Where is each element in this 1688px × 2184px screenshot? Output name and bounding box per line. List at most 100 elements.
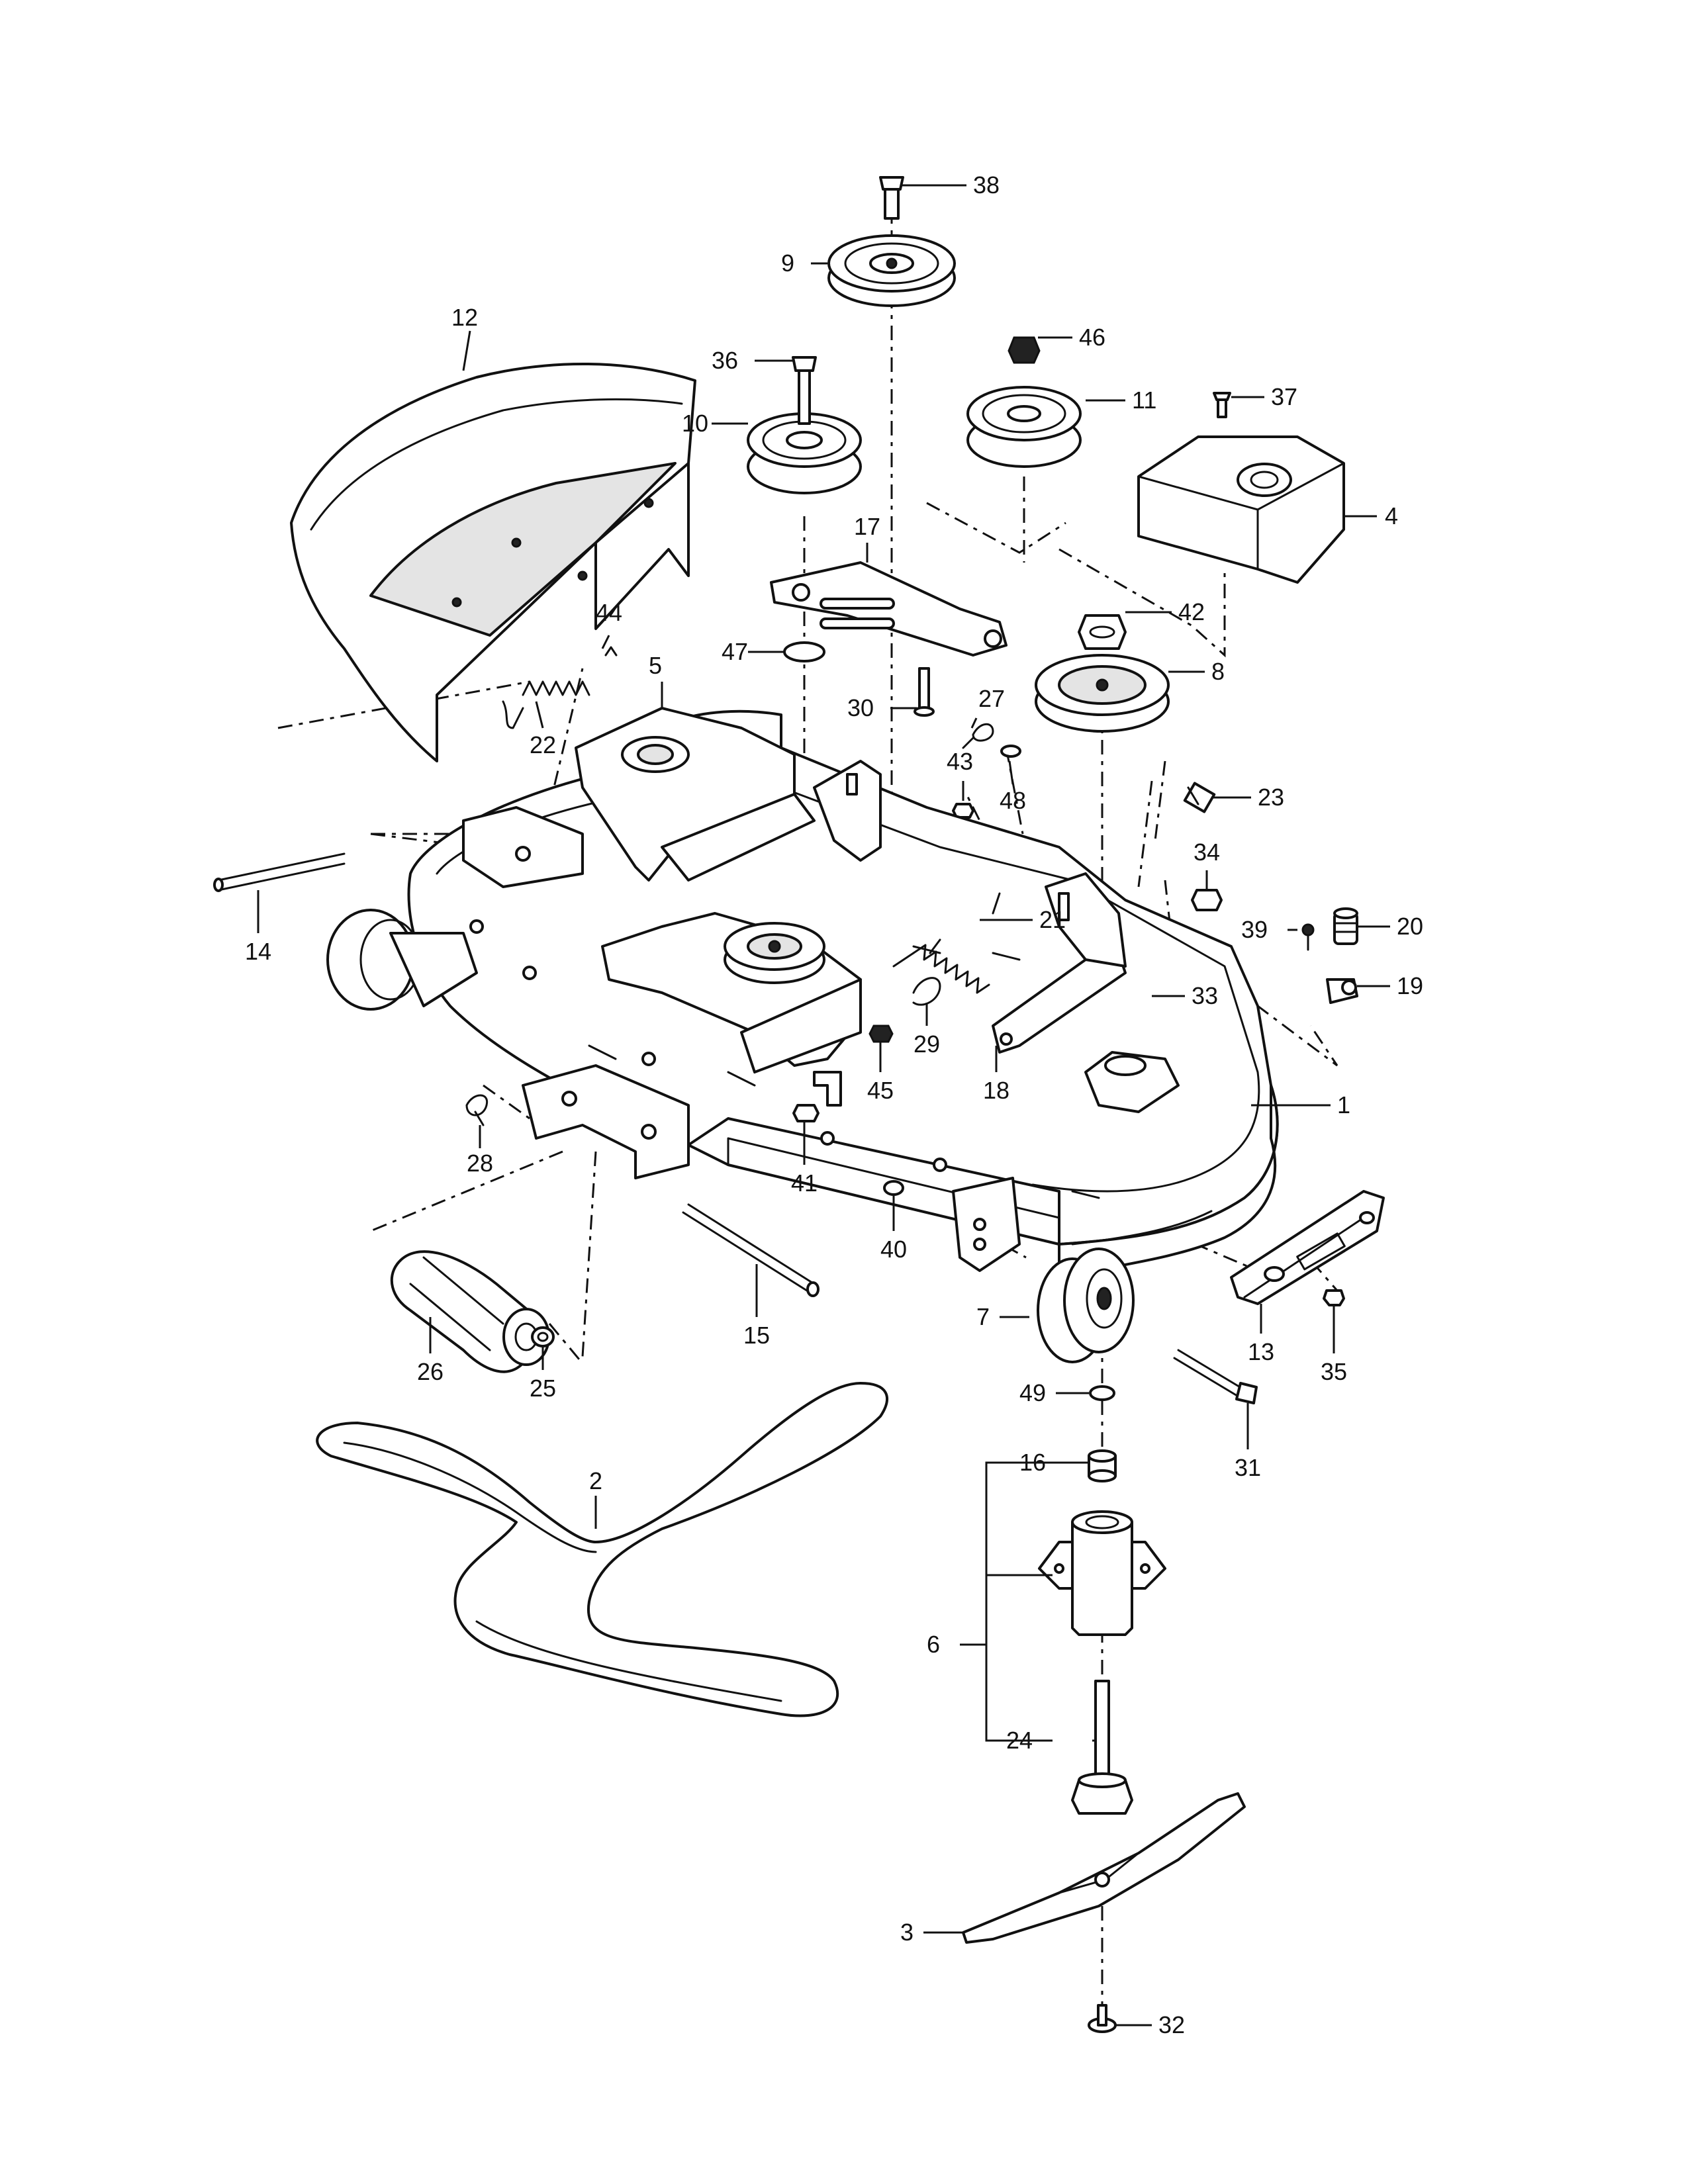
screw-35	[1323, 1289, 1345, 1306]
screw-37	[1213, 392, 1231, 418]
callout-22: 22	[530, 731, 556, 758]
nut-45	[868, 1024, 894, 1043]
callout-2: 2	[589, 1467, 602, 1494]
callout-46: 46	[1079, 324, 1105, 351]
callout-42: 42	[1178, 598, 1205, 625]
callout-3: 3	[900, 1919, 914, 1946]
bearing-16	[1088, 1449, 1117, 1482]
callout-8: 8	[1211, 658, 1225, 685]
pulley-10	[747, 412, 862, 494]
callout-33: 33	[1192, 982, 1218, 1009]
angle-clip	[813, 1071, 842, 1107]
spring-22	[502, 680, 590, 729]
nut-46	[1008, 336, 1041, 364]
callout-48: 48	[1000, 787, 1026, 814]
front-bracket-left	[522, 1064, 690, 1179]
callout-31: 31	[1235, 1454, 1261, 1481]
pulley-11	[966, 386, 1082, 468]
bracket-5	[575, 707, 882, 882]
callout-12: 12	[451, 304, 478, 331]
roller-26	[390, 1250, 550, 1373]
callout-40: 40	[880, 1236, 907, 1263]
callout-7: 7	[976, 1303, 990, 1330]
hairpin-28	[465, 1094, 489, 1126]
gauge-wheel-left	[326, 909, 478, 1011]
callout-49: 49	[1019, 1379, 1046, 1406]
callout-21: 21	[1039, 906, 1066, 933]
callout-23: 23	[1258, 784, 1284, 811]
pulley-9	[827, 234, 956, 307]
callout-19: 19	[1397, 972, 1423, 999]
callout-36: 36	[712, 347, 738, 374]
callout-11: 11	[1132, 387, 1156, 414]
callout-6: 6	[927, 1631, 940, 1658]
screw-39	[1301, 923, 1315, 951]
nut-42	[1078, 614, 1127, 650]
bolt-31	[1173, 1349, 1258, 1404]
callout-44: 44	[596, 599, 622, 626]
callout-15: 15	[743, 1322, 770, 1349]
bearing-49	[1089, 1385, 1115, 1401]
belt-cover-4	[1137, 435, 1345, 584]
callout-32: 32	[1158, 2011, 1185, 2038]
idler-arm-17	[770, 561, 1008, 657]
callout-47: 47	[722, 638, 748, 665]
bolt-38	[879, 176, 904, 220]
hanger-bracket-left	[462, 806, 584, 888]
callout-25: 25	[530, 1375, 556, 1402]
callout-24: 24	[1006, 1727, 1033, 1754]
rod-14	[213, 852, 346, 892]
deck-spindle-right	[1084, 1051, 1180, 1113]
spacer-20	[1333, 907, 1358, 945]
callout-16: 16	[1019, 1449, 1046, 1476]
arm-18	[992, 872, 1127, 1054]
washer-25	[531, 1326, 555, 1347]
callout-10: 10	[682, 410, 708, 437]
callout-27: 27	[978, 685, 1005, 712]
link-29	[912, 938, 941, 1006]
bracket-19	[1326, 978, 1358, 1004]
callout-20: 20	[1397, 913, 1423, 940]
pin-44	[604, 646, 618, 657]
bumper-13	[1230, 1190, 1385, 1305]
front-bracket-right	[952, 1177, 1021, 1272]
drive-belt-2	[316, 1382, 888, 1717]
spindle-shaft-24	[1071, 1680, 1133, 1815]
washer-48	[1000, 745, 1021, 758]
callout-43: 43	[947, 748, 973, 775]
callout-30: 30	[847, 694, 874, 721]
callout-41: 41	[791, 1169, 818, 1197]
bushing-23	[1183, 782, 1216, 813]
deck-spindle-center	[601, 912, 862, 1073]
nut-40	[883, 1180, 904, 1196]
bolt-30	[914, 667, 935, 717]
callout-17: 17	[854, 513, 880, 540]
nut-43	[952, 803, 974, 819]
callout-13: 13	[1248, 1338, 1274, 1365]
callout-37: 37	[1271, 383, 1297, 410]
rod-15	[682, 1203, 820, 1297]
callout-9: 9	[781, 250, 794, 277]
callout-26: 26	[417, 1358, 444, 1385]
bolt-36	[792, 356, 817, 425]
callout-5: 5	[649, 652, 662, 679]
pulley-8	[1035, 654, 1170, 733]
spring-21	[892, 892, 1001, 994]
callout-28: 28	[467, 1150, 493, 1177]
callout-34: 34	[1194, 839, 1220, 866]
callout-4: 4	[1385, 502, 1398, 529]
gauge-wheel-7	[1037, 1248, 1135, 1363]
washer-47	[783, 641, 825, 662]
leader-lines	[257, 184, 1390, 2026]
callout-29: 29	[914, 1030, 940, 1058]
hairpin-27	[962, 723, 994, 749]
callout-39: 39	[1241, 916, 1268, 943]
bolt-34	[1191, 889, 1223, 911]
callout-labels: 38 9 46 36 11 37 10 12 4 17 42 44 47 8 5…	[245, 171, 1423, 2038]
callout-14: 14	[245, 938, 271, 965]
discharge-chute-12	[290, 363, 696, 762]
callout-1: 1	[1337, 1091, 1350, 1118]
spindle-housing-6	[1038, 1510, 1166, 1636]
callout-38: 38	[973, 171, 1000, 199]
